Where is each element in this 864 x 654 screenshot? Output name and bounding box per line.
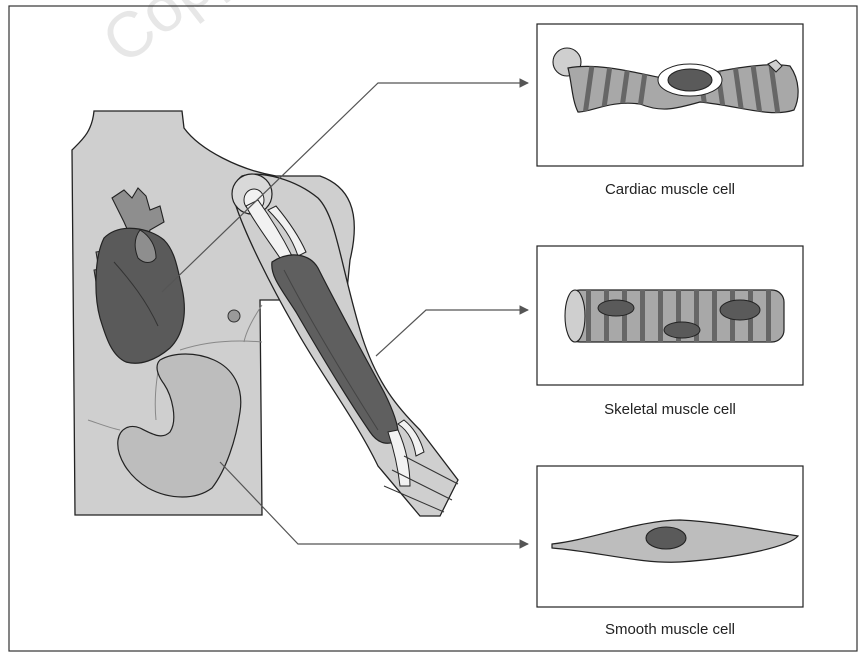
smooth-label: Smooth muscle cell bbox=[537, 621, 803, 638]
skeletal-nucleus-3 bbox=[720, 300, 760, 320]
smooth-cell-panel bbox=[537, 466, 803, 607]
leader-line-stomach bbox=[220, 462, 528, 544]
cardiac-label: Cardiac muscle cell bbox=[537, 181, 803, 198]
cardiac-nucleus bbox=[668, 69, 712, 91]
skeletal-nucleus-1 bbox=[598, 300, 634, 316]
nipple bbox=[228, 310, 240, 322]
skeletal-cell-end bbox=[565, 290, 585, 342]
smooth-nucleus bbox=[646, 527, 686, 549]
skeletal-label: Skeletal muscle cell bbox=[537, 401, 803, 418]
leader-line-arm bbox=[376, 310, 528, 356]
skeletal-cell-panel bbox=[537, 246, 803, 385]
cardiac-cell-panel bbox=[537, 24, 803, 166]
skeletal-nucleus-2 bbox=[664, 322, 700, 338]
